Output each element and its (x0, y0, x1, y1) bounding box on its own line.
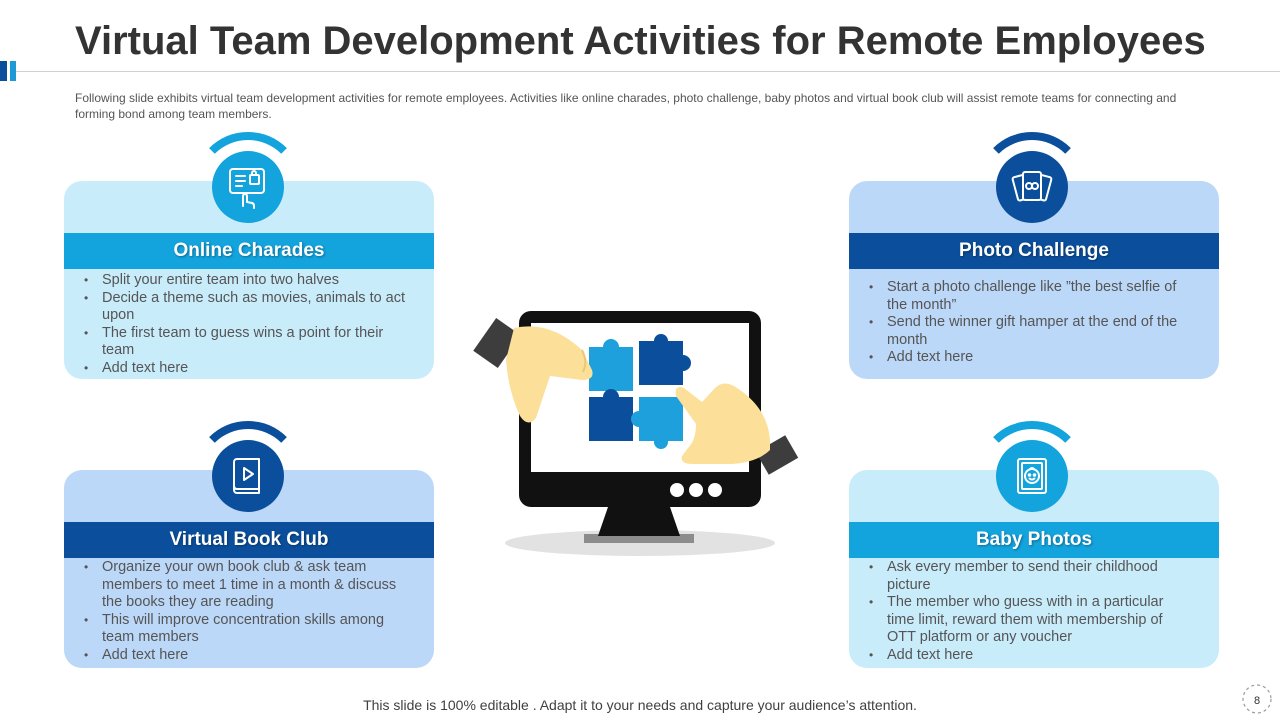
badge-arc (977, 132, 1087, 242)
bullet-list: Organize your own book club & ask team m… (84, 559, 406, 664)
photos-icon (996, 151, 1068, 223)
bullet-item: Split your entire team into two halves (84, 272, 406, 290)
title-accent-light (10, 61, 16, 81)
card-title-band: Baby Photos (849, 522, 1219, 558)
bullet-item: Decide a theme such as movies, animals t… (84, 290, 406, 325)
card-title: Baby Photos (975, 529, 1093, 550)
bullet-list: Start a photo challenge like ”the best s… (869, 279, 1191, 367)
title-divider (16, 71, 1280, 72)
bullet-item: Send the winner gift hamper at the end o… (869, 314, 1191, 349)
bullet-item: Start a photo challenge like ”the best s… (869, 279, 1191, 314)
badge-arc (193, 421, 303, 531)
slide-subtitle: Following slide exhibits virtual team de… (75, 91, 1177, 121)
card-title: Photo Challenge (959, 240, 1109, 261)
video-book-icon (212, 440, 284, 512)
bullet-item: Add text here (84, 647, 406, 665)
badge-arc (193, 132, 303, 242)
monitor-base (584, 534, 694, 543)
slide-footer: This slide is 100% editable . Adapt it t… (363, 697, 917, 713)
monitor-stand (598, 507, 680, 536)
card-title-band: Photo Challenge (849, 233, 1219, 269)
bullet-item: Add text here (869, 647, 1191, 665)
bullet-item: Organize your own book club & ask team m… (84, 559, 406, 612)
puzzle-pieces (589, 334, 691, 449)
bullet-item: Add text here (869, 349, 1191, 367)
bullet-item: The first team to guess wins a point for… (84, 325, 406, 360)
left-hand (473, 318, 593, 423)
title-accent-dark (0, 61, 7, 81)
card-title-band: Virtual Book Club (64, 522, 434, 558)
card-online-charades: Online Charades Split your entire team i… (64, 181, 434, 379)
card-photo-challenge: Photo Challenge Start a photo challenge … (849, 181, 1219, 379)
badge-arc (977, 421, 1087, 531)
page-number: 8 (1253, 695, 1261, 707)
monitor-dot (708, 483, 722, 497)
bullet-list: Split your entire team into two halves D… (84, 272, 406, 377)
bullet-item: The member who guess with in a particula… (869, 594, 1191, 647)
monitor-dot (689, 483, 703, 497)
monitor-puzzle-hands-icon (473, 311, 799, 556)
bullet-item: This will improve concentration skills a… (84, 612, 406, 647)
bullet-item: Ask every member to send their childhood… (869, 559, 1191, 594)
card-title-band: Online Charades (64, 233, 434, 269)
bullet-item: Add text here (84, 360, 406, 378)
baby-portrait-icon (996, 440, 1068, 512)
touch-screen-icon (212, 151, 284, 223)
bullet-list: Ask every member to send their childhood… (869, 559, 1191, 664)
right-hand (675, 383, 799, 475)
slide-title: Virtual Team Development Activities for … (75, 19, 1206, 63)
monitor-dot (670, 483, 684, 497)
people-icon (1240, 682, 1274, 716)
card-title: Online Charades (173, 240, 325, 261)
card-title: Virtual Book Club (169, 529, 329, 550)
